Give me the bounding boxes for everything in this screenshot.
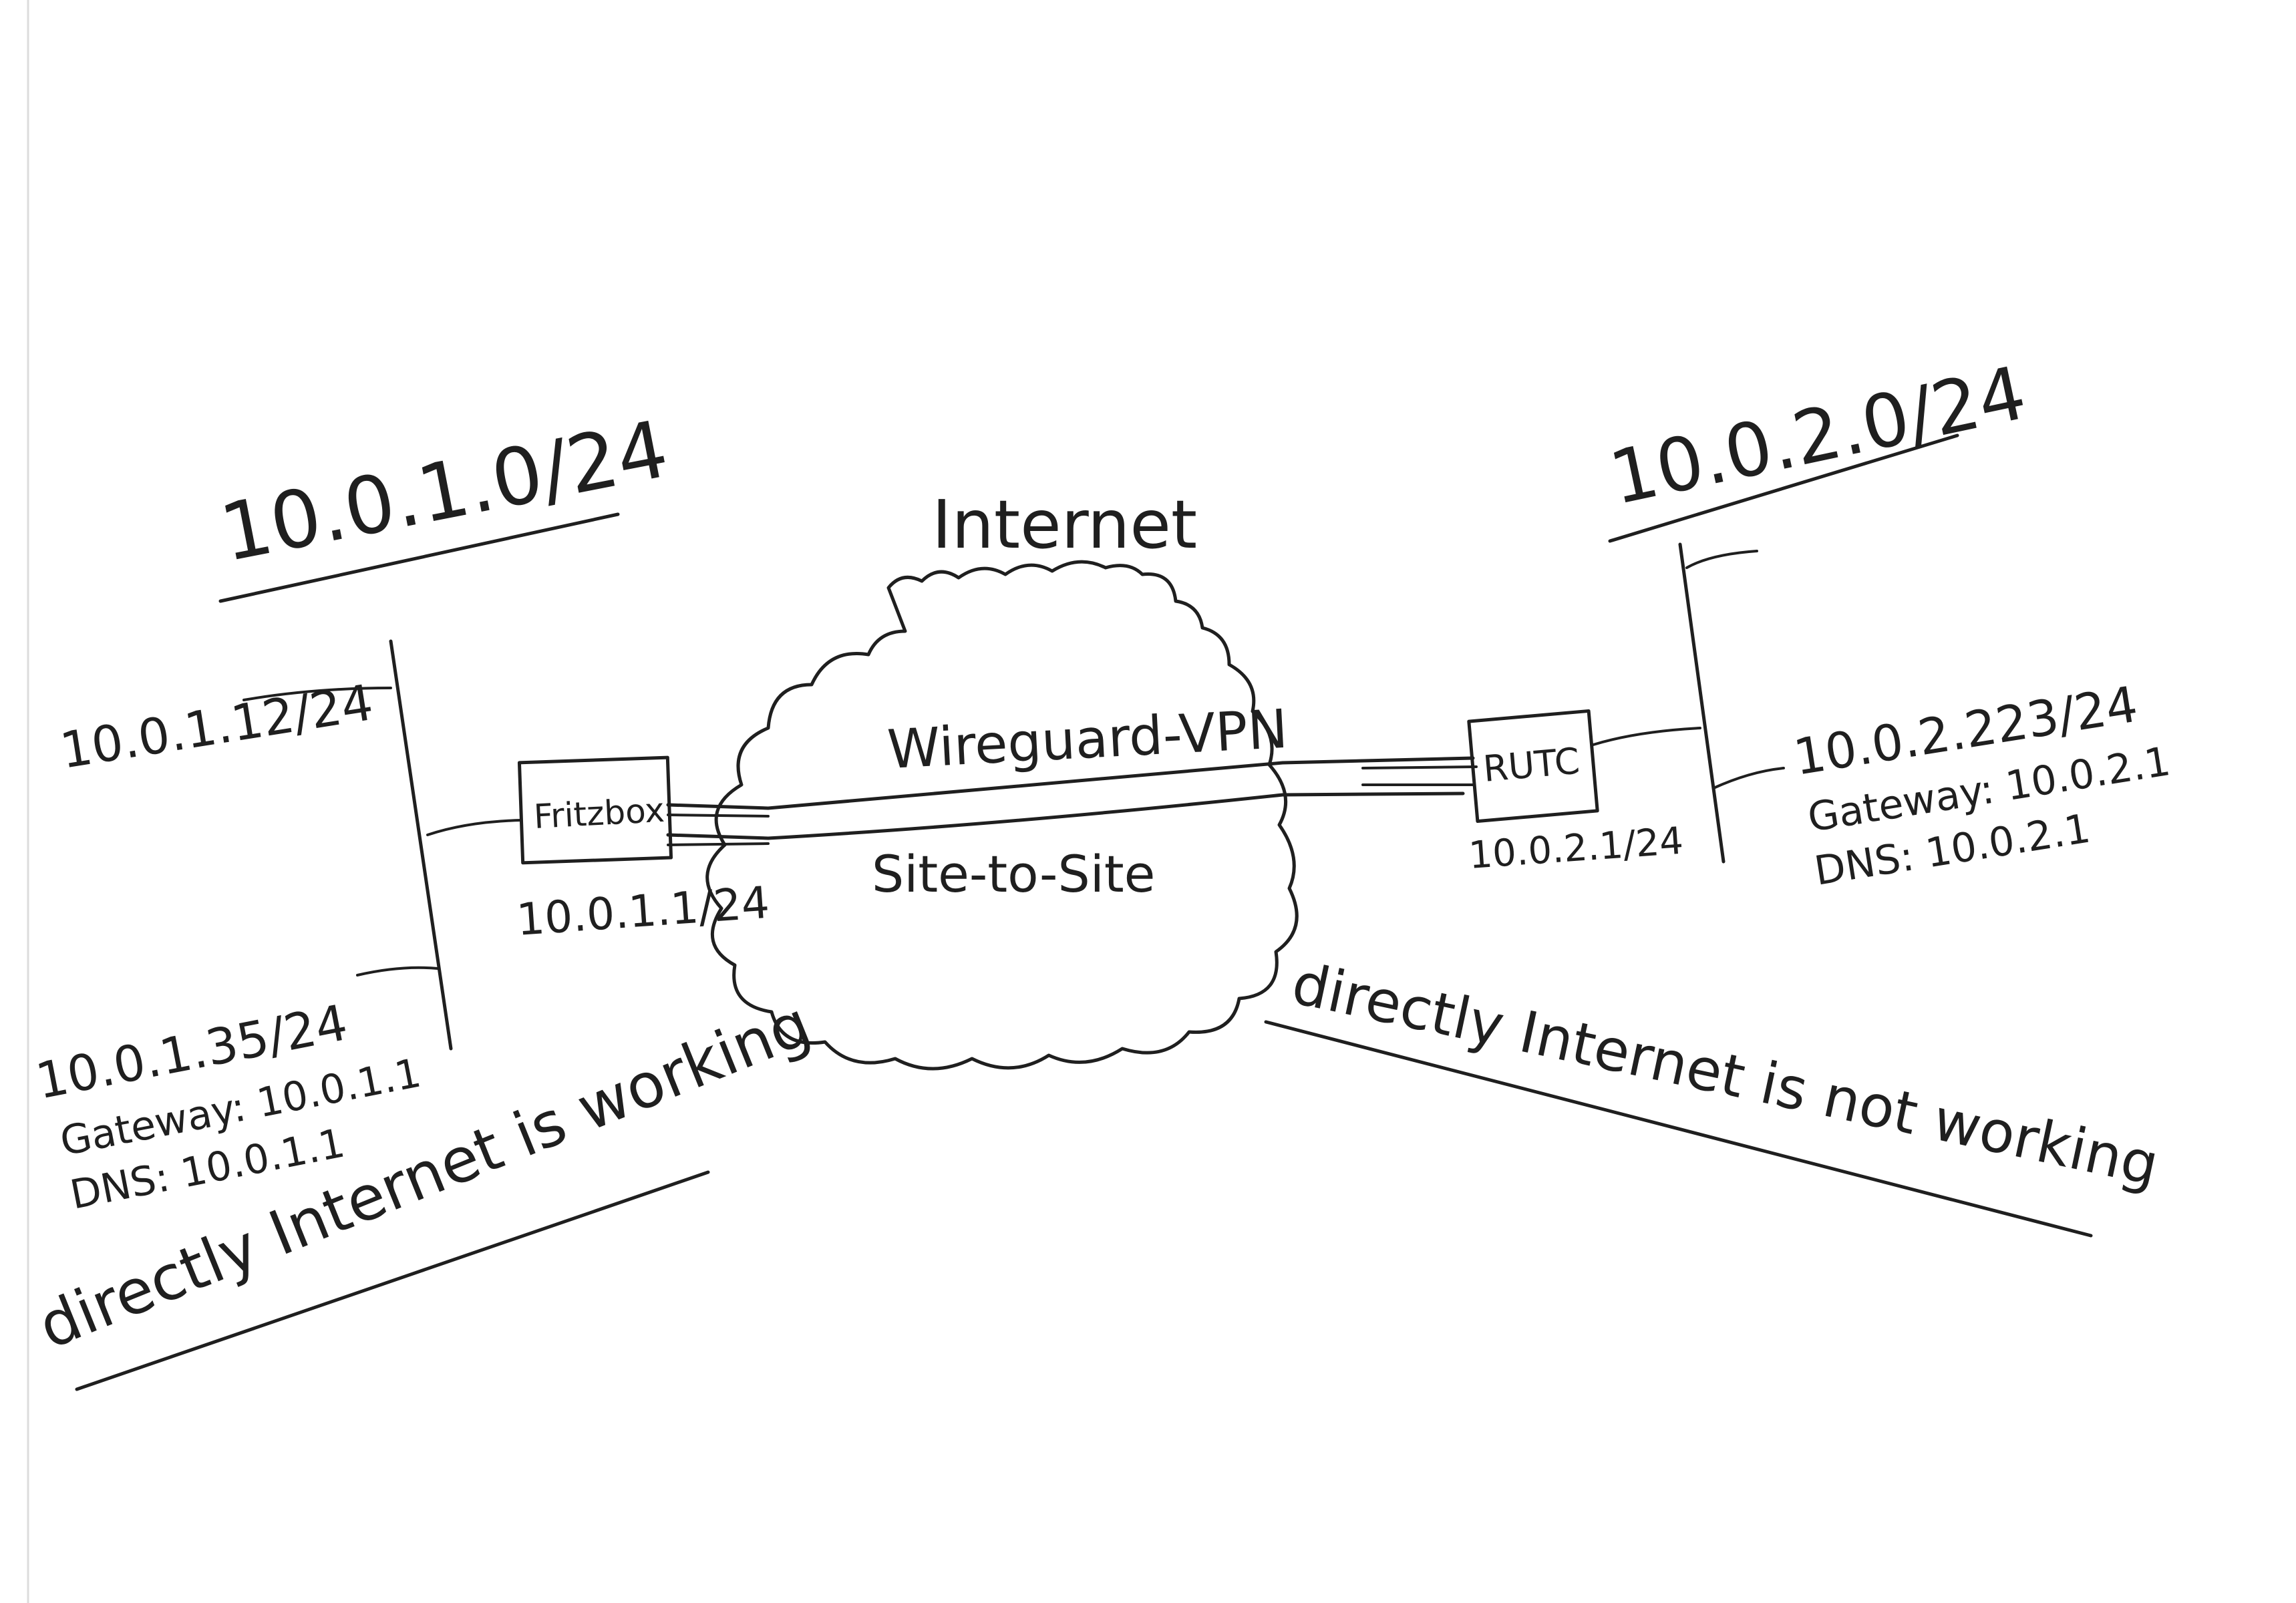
cloud-label: Internet bbox=[932, 486, 1197, 564]
fritzbox-label: Fritzbox bbox=[533, 791, 666, 836]
right-host-link bbox=[1712, 767, 1785, 789]
right-bus bbox=[1678, 542, 1726, 864]
left-host-2-link bbox=[356, 966, 439, 976]
left-host-1-link bbox=[242, 687, 392, 701]
tunnel-right-stub-1 bbox=[1361, 765, 1478, 769]
rutc-label: RUTC bbox=[1482, 740, 1582, 790]
rutc-box bbox=[1467, 709, 1599, 824]
tunnel-line-top-inner bbox=[667, 814, 770, 818]
tunnel-line-bottom bbox=[666, 791, 1465, 840]
fritzbox-bus-link bbox=[426, 819, 522, 836]
tunnel-label-bottom: Site-to-Site bbox=[872, 844, 1155, 904]
rutc-address: 10.0.2.1/24 bbox=[1467, 820, 1684, 878]
right-bus-top-stub bbox=[1685, 550, 1758, 569]
right-subnet-underline bbox=[1608, 433, 1959, 543]
fritzbox-box bbox=[517, 755, 673, 865]
right-status-underline bbox=[1264, 1020, 2093, 1238]
internet-cloud bbox=[705, 560, 1299, 1071]
right-subnet-label: 10.0.2.0/24 bbox=[1603, 350, 2033, 522]
rutc-bus-link bbox=[1592, 727, 1701, 746]
left-status-underline bbox=[75, 1170, 710, 1391]
tunnel-line-bottom-inner bbox=[667, 842, 770, 846]
left-subnet-underline bbox=[218, 512, 620, 603]
right-status: directly Internet is not working bbox=[1287, 950, 2164, 1200]
fritzbox-address: 10.0.1.1/24 bbox=[515, 877, 772, 946]
tunnel-line-top bbox=[666, 756, 1475, 810]
left-bus bbox=[389, 639, 453, 1051]
